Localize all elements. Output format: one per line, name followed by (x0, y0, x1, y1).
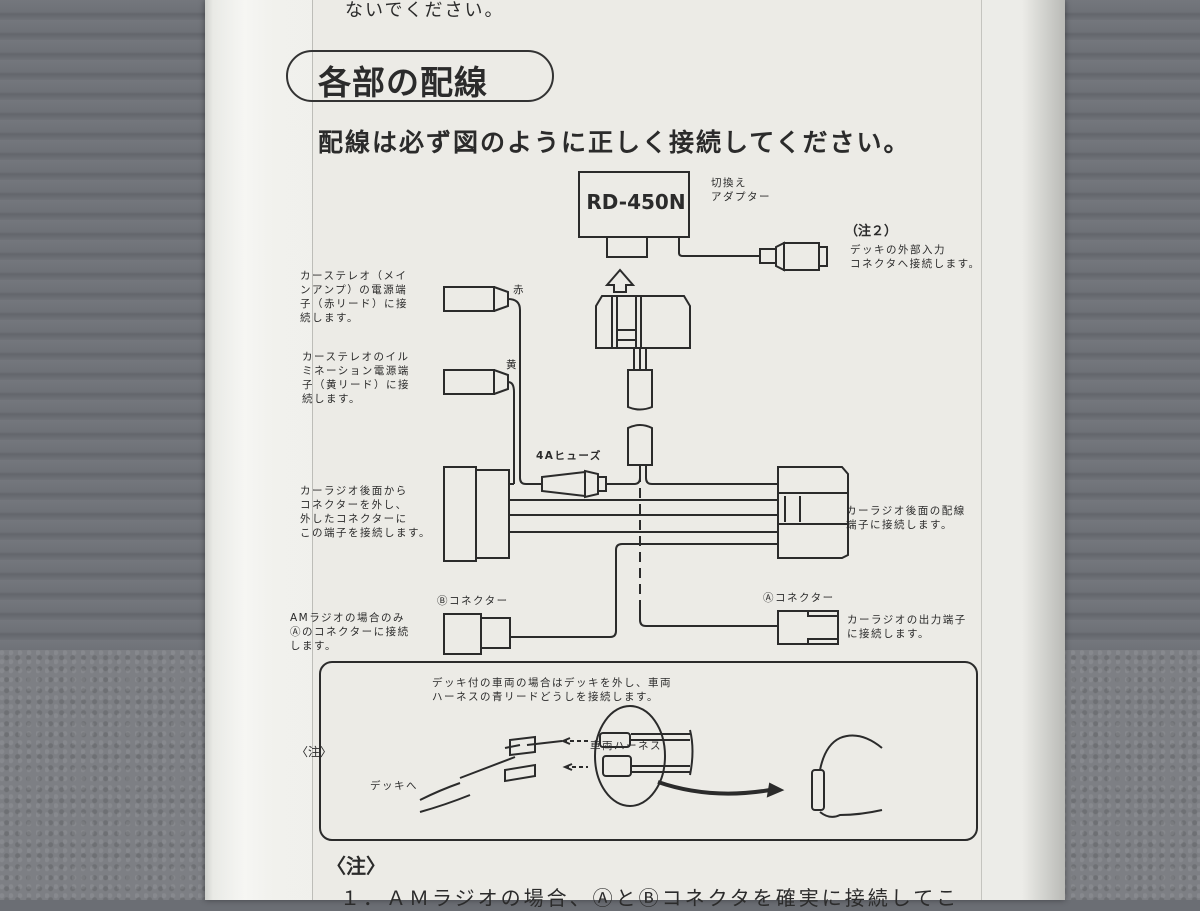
note2-desc: デッキの外部入力 コネクタへ接続します。 (850, 243, 981, 271)
connector-a-label: Ⓐコネクター (763, 592, 835, 604)
yellow-lead-line: 続します。 (302, 393, 361, 405)
instruction-sheet (312, 0, 982, 900)
connector-b-line: Ⓐのコネクターに接続 (290, 626, 410, 638)
adapter-model-label: RD-450N (586, 190, 686, 214)
yellow-label: 黄 (506, 359, 518, 371)
left-connector-line: コネクターを外し、 (300, 499, 408, 511)
red-lead-line: 続します。 (300, 312, 359, 324)
harness-label: 車両ハーネス (590, 740, 662, 752)
right-connector-line: 端子に接続します。 (846, 519, 953, 531)
note2-line1: デッキの外部入力 (850, 244, 946, 256)
note2-line2: コネクタへ接続します。 (850, 258, 981, 270)
adapter-label-line2: アダプター (711, 191, 771, 203)
fuse-label: 4Aヒューズ (536, 450, 602, 462)
notes-line-1: １．ＡＭラジオの場合、ⒶとⒷコネクタを確実に接続してこ (340, 886, 960, 910)
red-lead-line: 子（赤リード）に接 (300, 298, 408, 310)
note-box-text: デッキ付の車両の場合はデッキを外し、車両 ハーネスの青リードどうしを接続します。 (432, 676, 672, 704)
left-connector-line: この端子を接続します。 (300, 527, 431, 539)
deck-label: デッキへ (370, 780, 418, 792)
left-connector-line: 外したコネクターに (300, 513, 408, 525)
connector-b-desc: AMラジオの場合のみ Ⓐのコネクターに接続 します。 (290, 611, 410, 653)
adapter-label: 切換え アダプター (711, 176, 771, 204)
right-connector-desc: カーラジオ後面の配線 端子に接続します。 (846, 504, 966, 532)
up-arrow-icon (604, 268, 636, 293)
left-connector-line: カーラジオ後面から (300, 485, 408, 497)
yellow-lead-line: ミネーション電源端 (302, 365, 410, 377)
yellow-lead-line: カーステレオのイル (302, 351, 410, 363)
package-glare (215, 0, 275, 900)
note-box-frame (319, 661, 978, 841)
yellow-lead-desc: カーステレオのイル ミネーション電源端 子（黄リード）に接 続します。 (302, 350, 410, 406)
adapter-label-line1: 切換え (711, 177, 747, 189)
red-lead-line: カーステレオ（メイ (300, 270, 408, 282)
section-title-frame (286, 50, 554, 102)
notes-heading: 〈注〉 (326, 854, 386, 878)
note2-heading: （注２） (845, 224, 898, 239)
note-box-label: 〈注〉 (296, 745, 333, 759)
note-box-line1: デッキ付の車両の場合はデッキを外し、車両 (432, 677, 672, 689)
red-label: 赤 (513, 284, 525, 296)
connector-a-line: に接続します。 (847, 628, 930, 640)
top-text-fragment: ないでください。 (345, 0, 505, 21)
left-connector-desc: カーラジオ後面から コネクターを外し、 外したコネクターに この端子を接続します… (300, 484, 431, 540)
red-lead-line: ンアンプ）の電源端 (300, 284, 408, 296)
connector-a-line: カーラジオの出力端子 (847, 614, 967, 626)
connector-b-label: Ⓑコネクター (437, 595, 509, 607)
yellow-lead-line: 子（黄リード）に接 (302, 379, 410, 391)
note-box-line2: ハーネスの青リードどうしを接続します。 (432, 691, 659, 703)
red-lead-desc: カーステレオ（メイ ンアンプ）の電源端 子（赤リード）に接 続します。 (300, 269, 408, 325)
section-title: 各部の配線 (318, 63, 488, 102)
connector-a-desc: カーラジオの出力端子 に接続します。 (847, 613, 967, 641)
right-connector-line: カーラジオ後面の配線 (846, 505, 966, 517)
wiring-instruction: 配線は必ず図のように正しく接続してください。 (318, 128, 911, 157)
connector-b-line: AMラジオの場合のみ (290, 612, 406, 624)
connector-b-line: します。 (290, 640, 337, 652)
